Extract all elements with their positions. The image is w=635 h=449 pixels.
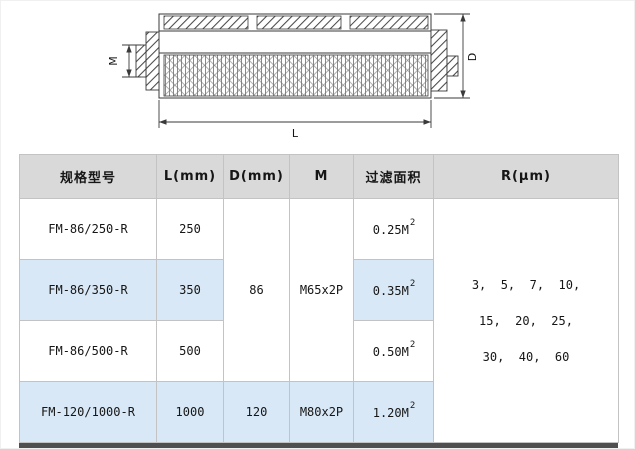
spec-table-container: 规格型号 L(mm) D(mm) M 过滤面积 R(μm) FM-86/250-…	[19, 154, 619, 443]
table-header-row: 规格型号 L(mm) D(mm) M 过滤面积 R(μm)	[19, 154, 619, 199]
area-superscript: 2	[409, 217, 416, 228]
table-row: FM-86/250-R 250 86 M65x2P 0.25M2 3, 5, 7…	[19, 198, 619, 443]
outer-shell-hatch	[163, 15, 429, 30]
model-cell: FM-86/250-R	[19, 198, 157, 260]
model-cell: FM-86/500-R	[19, 320, 157, 382]
dim-label-l: L	[292, 127, 299, 140]
cropped-bottom-strip	[19, 443, 618, 448]
area-superscript: 2	[409, 339, 416, 350]
end-cap-right	[430, 29, 459, 92]
diameter-cell: 86	[223, 198, 290, 382]
header-area: 过滤面积	[353, 154, 434, 199]
micron-line: 15, 20, 25,	[479, 313, 573, 328]
dimension-arrows	[126, 14, 466, 125]
area-cell: 0.35M2	[353, 259, 434, 321]
length-cell: 250	[156, 198, 224, 260]
filter-drawing: M D L	[1, 1, 634, 151]
model-cell: FM-120/1000-R	[19, 381, 157, 443]
length-cell: 500	[156, 320, 224, 382]
micron-line: 30, 40, 60	[482, 349, 570, 364]
spec-table: 规格型号 L(mm) D(mm) M 过滤面积 R(μm) FM-86/250-…	[19, 154, 619, 443]
area-value: 0.50M	[372, 344, 409, 359]
header-length: L(mm)	[156, 154, 224, 199]
dim-label-m: M	[107, 56, 120, 66]
area-value: 0.35M	[372, 283, 409, 298]
area-superscript: 2	[409, 278, 416, 289]
length-cell: 1000	[156, 381, 224, 443]
header-thread: M	[289, 154, 354, 199]
header-diameter: D(mm)	[223, 154, 290, 199]
model-cell: FM-86/350-R	[19, 259, 157, 321]
filter-element-drawing: M D L	[107, 13, 479, 140]
micron-cell: 3, 5, 7, 10, 15, 20, 25, 30, 40, 60	[433, 198, 619, 443]
area-cell: 0.25M2	[353, 198, 434, 260]
micron-line: 3, 5, 7, 10,	[471, 277, 581, 292]
area-value: 1.20M	[372, 405, 409, 420]
header-model: 规格型号	[19, 154, 157, 199]
pleated-mesh	[163, 54, 429, 97]
thread-cell: M65x2P	[289, 198, 354, 382]
area-cell: 1.20M2	[353, 381, 434, 443]
area-superscript: 2	[409, 400, 416, 411]
thread-cell: M80x2P	[289, 381, 354, 443]
diameter-cell: 120	[223, 381, 290, 443]
table-row: FM-86/500-R 500 0.50M2	[19, 320, 619, 382]
end-cap-left	[135, 31, 160, 91]
dim-label-d: D	[466, 53, 479, 61]
table-row: FM-120/1000-R 1000 120 M80x2P 1.20M2	[19, 381, 619, 443]
area-cell: 0.50M2	[353, 320, 434, 382]
table-row: FM-86/350-R 350 0.35M2	[19, 259, 619, 321]
length-cell: 350	[156, 259, 224, 321]
header-micron: R(μm)	[433, 154, 619, 199]
area-value: 0.25M	[372, 222, 409, 237]
